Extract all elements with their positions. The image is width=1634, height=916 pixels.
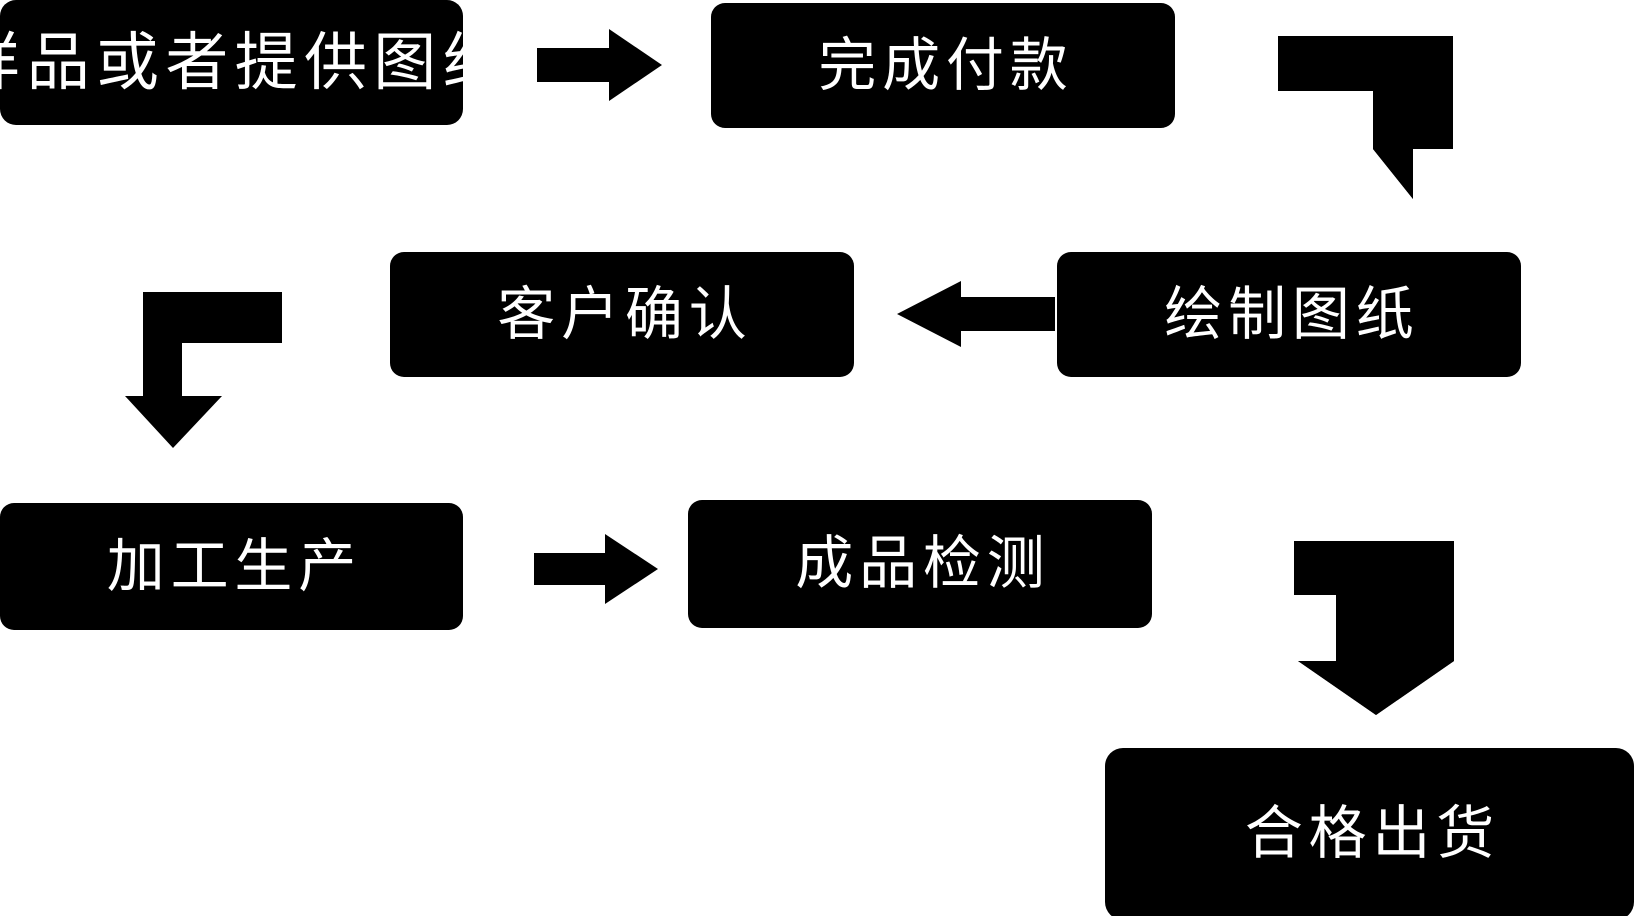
flow-node-sample[interactable]: 样品或者提供图纸 <box>0 0 506 125</box>
flow-node-payment-label: 完成付款 <box>818 30 1074 99</box>
flow-node-sample-label: 样品或者提供图纸 <box>0 25 512 99</box>
flow-node-shipping-label: 合格出货 <box>1244 799 1500 868</box>
flow-node-drawing[interactable]: 绘制图纸 <box>1057 252 1521 377</box>
arrow-left-icon-drawing-to-confirm <box>897 281 1055 347</box>
flow-node-confirm-label: 客户确认 <box>497 279 753 348</box>
elbow-arrow-down-icon-confirm-to-production <box>125 292 282 448</box>
flow-node-confirm[interactable]: 客户确认 <box>390 252 854 377</box>
elbow-arrow-down-icon-payment-to-drawing <box>1278 36 1453 199</box>
flow-node-production[interactable]: 加工生产 <box>0 503 463 630</box>
flow-node-shipping[interactable]: 合格出货 <box>1105 748 1634 916</box>
flow-node-drawing-label: 绘制图纸 <box>1164 279 1420 348</box>
flow-node-payment[interactable]: 完成付款 <box>711 3 1175 128</box>
arrow-right-icon-production-to-inspection <box>534 534 658 604</box>
flow-node-production-label: 加工生产 <box>106 531 362 600</box>
elbow-arrow-down-icon-inspection-to-shipping <box>1294 541 1454 715</box>
arrow-right-icon-sample-to-payment <box>537 29 662 101</box>
flow-node-inspection-label: 成品检测 <box>795 529 1051 598</box>
flow-node-inspection[interactable]: 成品检测 <box>688 500 1152 628</box>
